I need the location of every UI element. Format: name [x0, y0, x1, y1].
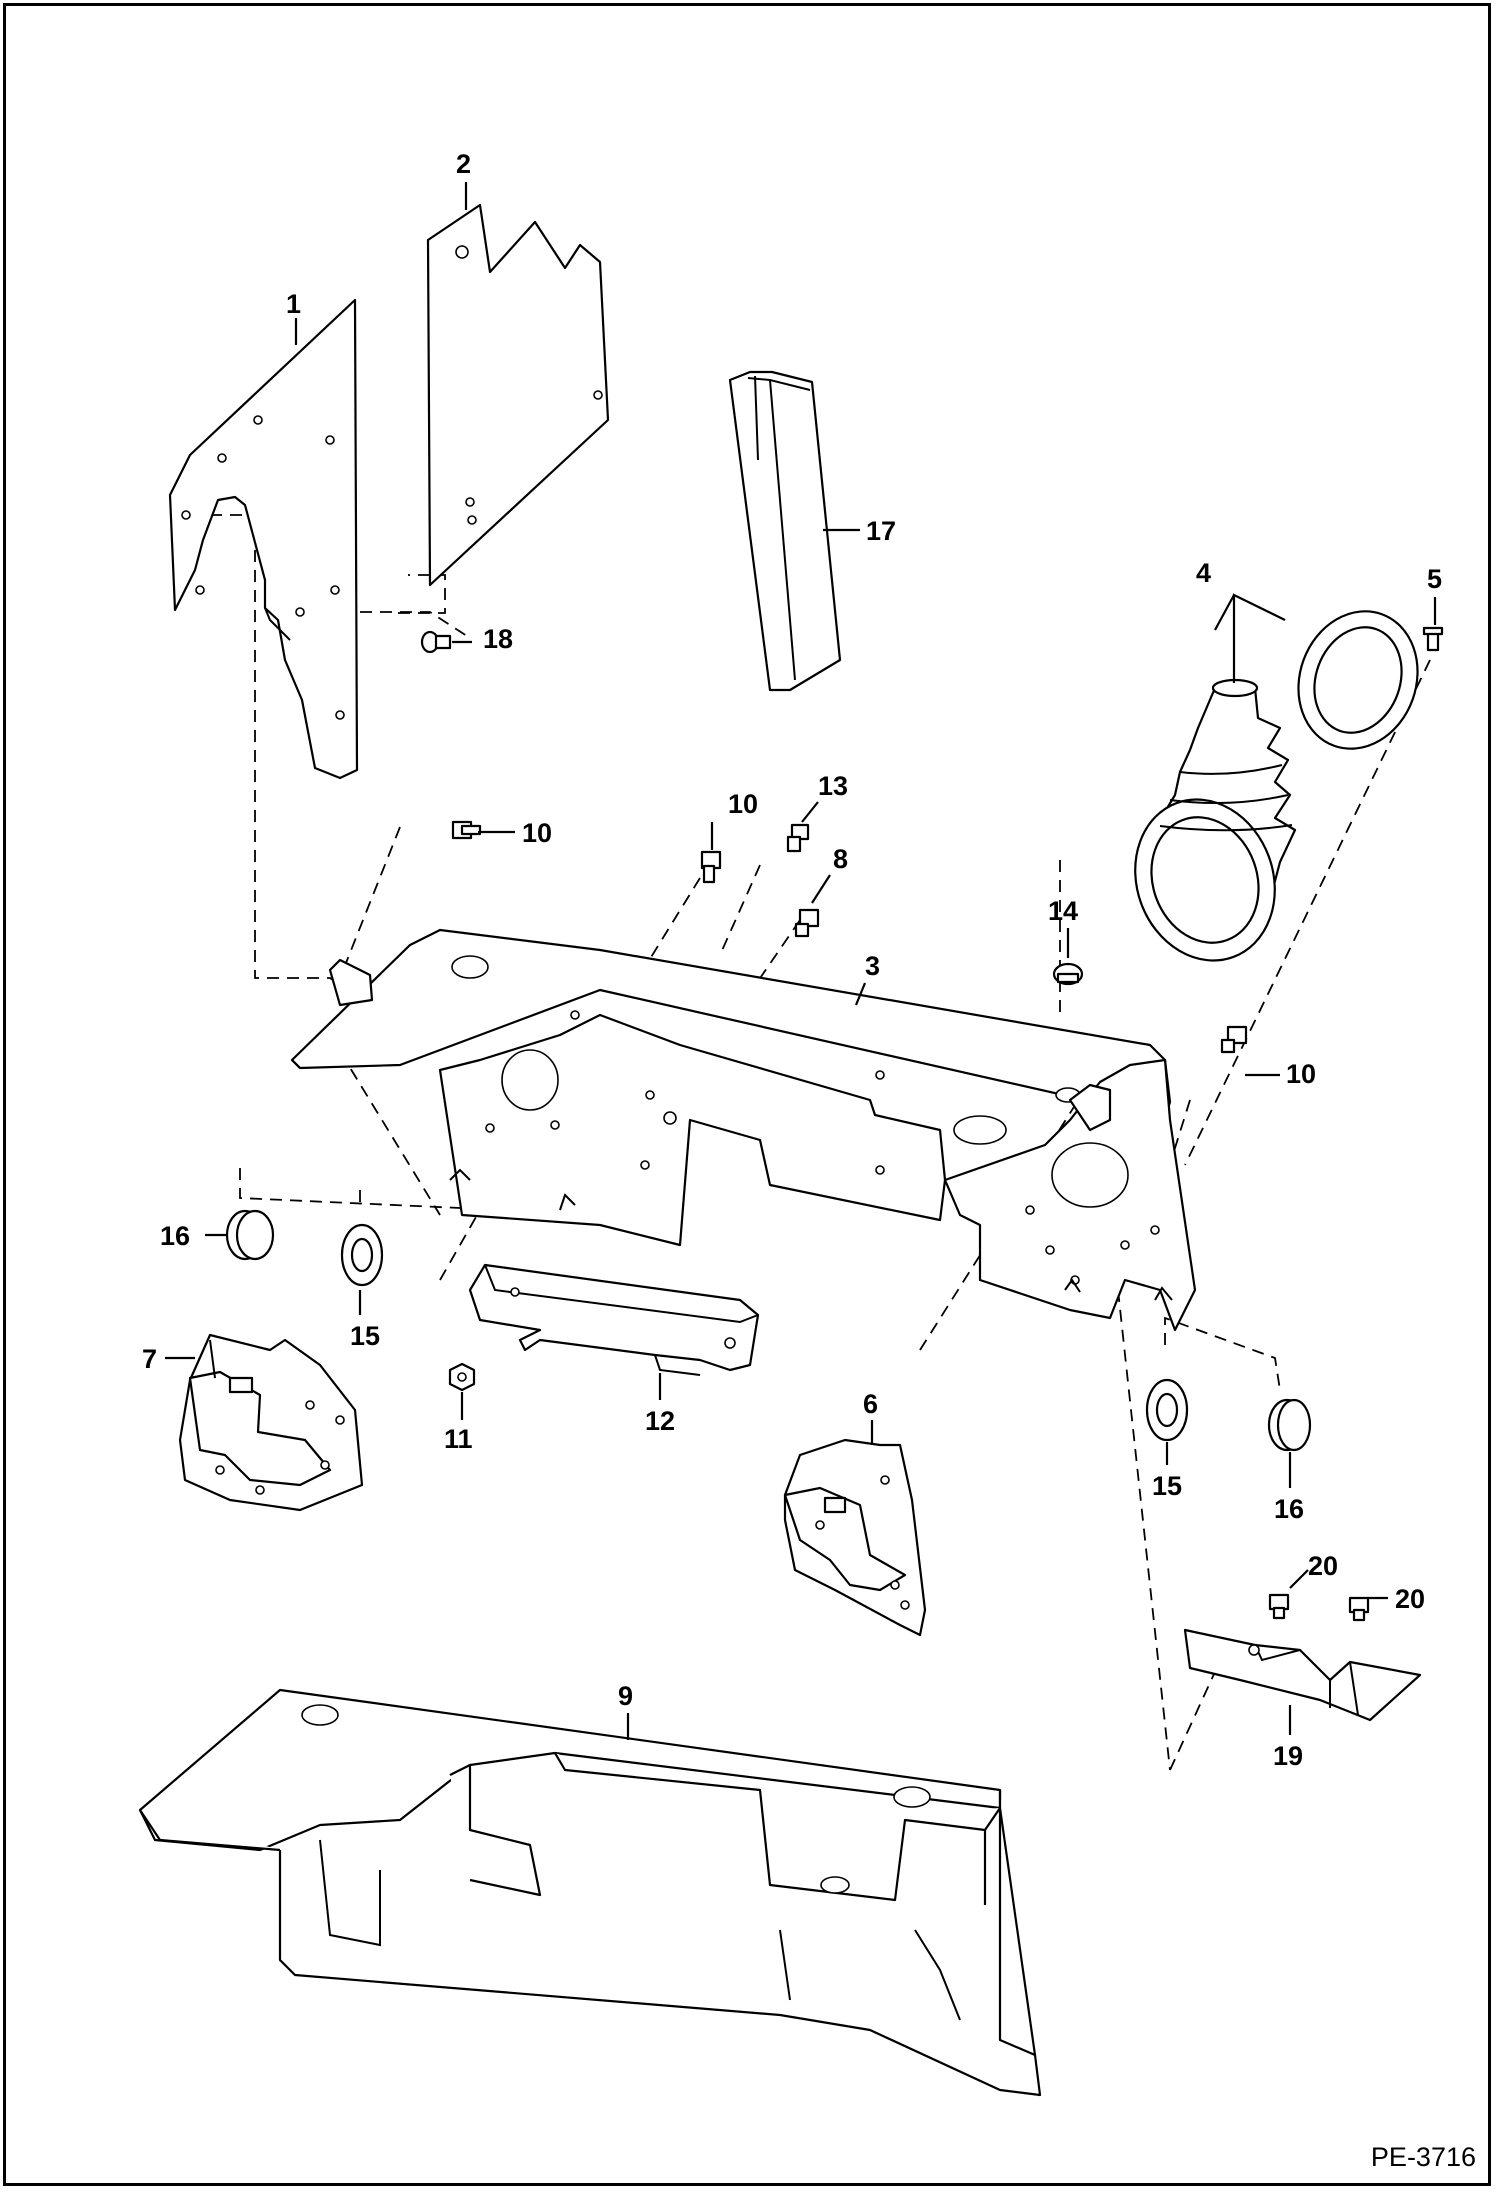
part-16-plug-right — [1267, 1398, 1312, 1452]
callout-10-right: 10 — [1286, 1059, 1316, 1089]
callout-5: 5 — [1427, 564, 1442, 594]
part-10-bolt-center — [700, 850, 722, 884]
callout-6: 6 — [863, 1389, 878, 1419]
part-18-fastener — [420, 630, 472, 654]
drawing-border — [3, 3, 1491, 2186]
callout-13: 13 — [818, 771, 848, 801]
callout-labels: 1 2 17 4 5 18 10 10 13 8 3 14 10 16 15 7… — [142, 149, 1442, 1771]
part-10-bolt-right — [1220, 1025, 1248, 1054]
part-13-bolt — [786, 823, 810, 853]
part-12-bracket — [468, 1263, 760, 1376]
part-15-grommet-right — [1145, 1378, 1189, 1442]
part-2-panel — [426, 203, 610, 587]
callout-leaders — [165, 182, 1437, 1740]
part-4-boot-assembly — [1134, 610, 1419, 962]
callout-16-left: 16 — [160, 1221, 190, 1251]
part-16-plug-left — [225, 1209, 275, 1261]
part-1-side-panel — [168, 298, 359, 780]
callout-7: 7 — [142, 1344, 157, 1374]
callout-3: 3 — [865, 951, 880, 981]
part-3-main-frame — [290, 928, 1197, 1332]
callout-15-right: 15 — [1152, 1471, 1182, 1501]
part-20-bolts — [1268, 1593, 1370, 1622]
part-8-bolt — [794, 908, 820, 938]
callout-20-left: 20 — [1308, 1551, 1338, 1581]
part-9-base-seal — [138, 1688, 1042, 2097]
callout-19: 19 — [1273, 1741, 1303, 1771]
fasteners-group — [451, 820, 1248, 1054]
callout-9: 9 — [618, 1681, 633, 1711]
part-11-nut — [448, 1362, 476, 1392]
part-15-grommet-left — [340, 1223, 384, 1287]
callout-1: 1 — [286, 289, 301, 319]
part-17-foam-block — [728, 370, 842, 692]
callout-8: 8 — [833, 844, 848, 874]
callout-17: 17 — [866, 516, 896, 546]
callout-18: 18 — [483, 624, 513, 654]
callout-15-left: 15 — [350, 1321, 380, 1351]
part-6-bracket-right — [783, 1438, 927, 1637]
drawing-reference-code: PE-3716 — [1370, 2142, 1476, 2172]
callout-2: 2 — [456, 149, 471, 179]
part-19-cover-plate — [1183, 1628, 1422, 1722]
part-7-bracket-left — [178, 1333, 364, 1512]
part-14-plug — [1052, 962, 1084, 986]
part-5-screw — [1422, 626, 1444, 652]
part-10-bolt-top-left — [451, 820, 482, 840]
callout-20-right: 20 — [1395, 1584, 1425, 1614]
callout-4: 4 — [1196, 558, 1211, 588]
callout-11: 11 — [444, 1424, 473, 1454]
callout-16-right: 16 — [1274, 1494, 1304, 1524]
callout-12: 12 — [645, 1406, 675, 1436]
callout-10-center: 10 — [728, 789, 758, 819]
callout-14: 14 — [1048, 896, 1078, 926]
callout-10-top: 10 — [522, 818, 552, 848]
